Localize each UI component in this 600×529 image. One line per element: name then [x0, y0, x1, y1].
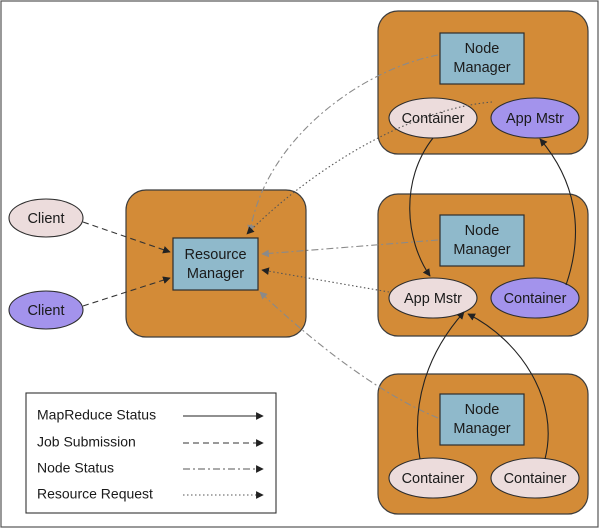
- client-2-label: Client: [27, 303, 64, 319]
- client-2-ellipse: [8, 290, 84, 330]
- resource-manager-box: [172, 237, 259, 291]
- legend-label-resource-request: Resource Request: [37, 486, 153, 502]
- node-2-container-ellipse: [490, 277, 580, 319]
- job-submission-arrow-client-1: [82, 221, 171, 254]
- client-2: Client: [8, 290, 84, 330]
- client-1-ellipse: [8, 198, 84, 238]
- node-2-app-master-label: App Mstr: [404, 291, 462, 307]
- job-submission-arrow-client-2: [82, 276, 171, 307]
- node-manager-3-box: [439, 393, 525, 446]
- node-1-container-label: Container: [402, 111, 465, 127]
- node-1-app-master-ellipse: [490, 97, 580, 139]
- mapreduce-status-arrow-1: [409, 137, 434, 277]
- resource-request-arrow-node-2: [261, 267, 390, 293]
- node-status-arrow-node-1: [247, 54, 439, 233]
- node-2-container-label: Container: [504, 291, 567, 307]
- node-manager-2-line1: Node: [465, 223, 500, 239]
- node-manager-3-line1: Node: [465, 402, 500, 418]
- node-1-app-master-label: App Mstr: [506, 111, 564, 127]
- mapreduce-status-arrow-2: [539, 138, 576, 286]
- resource-manager-label-line1: Resource: [184, 247, 246, 263]
- mapreduce-status-arrow-3: [416, 311, 465, 460]
- legend-label-mapreduce-status: MapReduce Status: [37, 407, 156, 423]
- node-3-container-right-label: Container: [504, 471, 567, 487]
- node-2-app-master-ellipse: [388, 277, 478, 319]
- node-status-arrow-node-3: [259, 291, 439, 419]
- resource-manager-label-line2: Manager: [187, 266, 244, 282]
- node-manager-1-box: [439, 32, 525, 85]
- node-3-container-left-label: Container: [402, 471, 465, 487]
- node-3-container-left-ellipse: [388, 457, 478, 499]
- node-manager-3-line2: Manager: [453, 421, 510, 437]
- legend-label-job-submission: Job Submission: [37, 434, 136, 450]
- node-manager-2-box: [439, 214, 525, 267]
- legend-box: [25, 392, 277, 514]
- node-group-1: Node Manager Container App Mstr: [377, 10, 589, 155]
- node-manager-1-line2: Manager: [453, 60, 510, 76]
- client-1: Client: [8, 198, 84, 238]
- legend-label-node-status: Node Status: [37, 460, 114, 476]
- resource-request-arrow-node-1: [246, 101, 493, 235]
- node-3-container-right-ellipse: [490, 457, 580, 499]
- node-group-3: Node Manager Container Container: [377, 373, 589, 515]
- legend: MapReduce Status Job Submission Node Sta…: [25, 392, 277, 514]
- node-manager-1-line1: Node: [465, 41, 500, 57]
- resource-manager-group: Resource Manager: [125, 189, 307, 338]
- node-group-2: Node Manager App Mstr Container: [377, 193, 589, 337]
- client-1-label: Client: [27, 211, 64, 227]
- node-manager-2-line2: Manager: [453, 242, 510, 258]
- mapreduce-status-arrow-4: [467, 313, 549, 460]
